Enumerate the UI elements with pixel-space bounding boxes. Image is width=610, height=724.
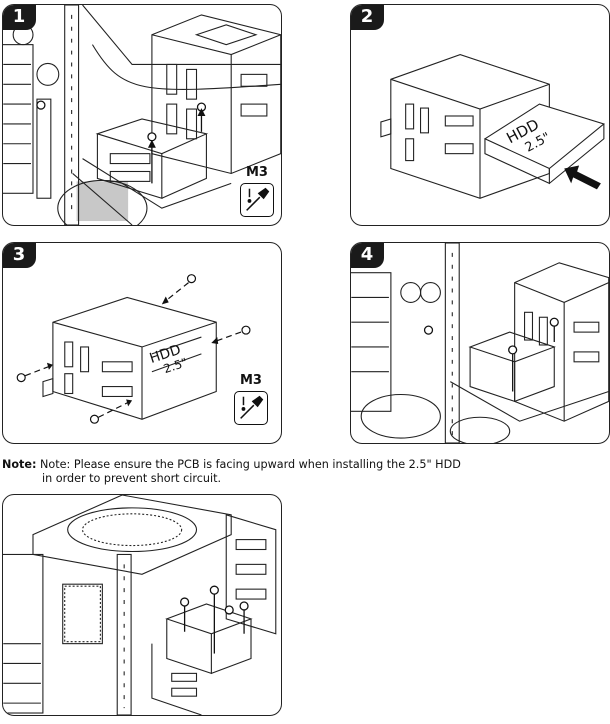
installation-note: Note: Note: Please ensure the PCB is fac… <box>2 458 602 486</box>
screwdriver-icon <box>234 391 268 425</box>
m3-text: M3 <box>240 373 262 388</box>
screwdriver-icon <box>240 183 274 217</box>
insert-arrow-icon <box>564 165 601 190</box>
step-2-badge: 2 <box>351 5 384 30</box>
note-line-2: in order to prevent short circuit. <box>42 472 222 485</box>
step-1-illustration <box>3 5 281 225</box>
step-4-panel: 4 <box>350 242 610 444</box>
final-illustration <box>3 495 277 715</box>
m3-screw-label: M3 <box>231 373 271 431</box>
step-3-illustration: HDD 2.5" <box>16 274 251 424</box>
step-3-badge: 3 <box>3 243 36 268</box>
step-2-illustration: HDD 2.5" <box>380 53 606 199</box>
step-1-panel: 1 M3 <box>2 4 282 226</box>
m3-text: M3 <box>246 165 268 180</box>
step-3-panel: HDD 2.5" 3 M3 <box>2 242 282 444</box>
step-2-panel: HDD 2.5" 2 <box>350 4 610 226</box>
step-1-badge: 1 <box>3 5 36 30</box>
step-4-badge: 4 <box>351 243 384 268</box>
final-panel <box>2 494 282 716</box>
note-line-1: Note: Please ensure the PCB is facing up… <box>40 458 461 471</box>
step-4-illustration <box>351 243 609 443</box>
note-label: Note: <box>2 458 37 471</box>
m3-screw-label: M3 <box>237 165 277 223</box>
